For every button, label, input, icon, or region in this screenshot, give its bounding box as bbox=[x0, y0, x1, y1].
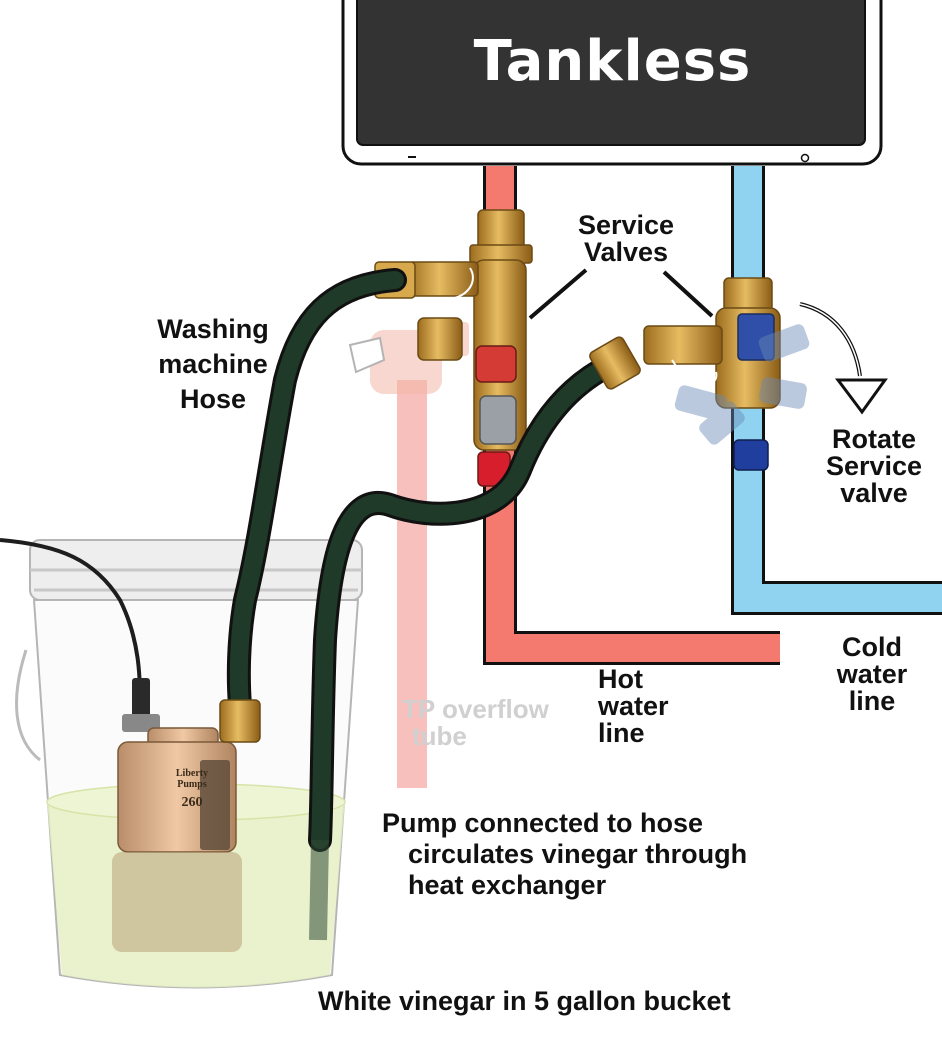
pointer-cold-valve bbox=[662, 270, 714, 318]
pump-brand-line-1: Liberty bbox=[175, 768, 209, 779]
hot-water-line-line-3: line bbox=[598, 718, 645, 748]
rotate-service-valve-line-2: Service bbox=[825, 451, 923, 481]
rotate-service-valve-line-1: Rotate bbox=[831, 424, 916, 454]
washing-machine-hose-line-3: Hose bbox=[179, 384, 247, 414]
screw-icon bbox=[800, 153, 810, 163]
pump-base bbox=[112, 852, 242, 952]
rotate-service-valve-line-3: valve bbox=[840, 478, 908, 508]
hot-water-line-line-1: Hot bbox=[598, 664, 643, 694]
hose-fitting-pump bbox=[219, 699, 261, 743]
tankless-unit bbox=[341, 0, 883, 166]
cold-water-line-line-1: Cold bbox=[842, 632, 902, 662]
blue-valve-handle bbox=[733, 439, 769, 471]
pump-model: 260 bbox=[181, 795, 203, 810]
pump bbox=[0, 538, 242, 952]
cold-water-line-line-3: line bbox=[848, 686, 896, 716]
pointer-hot-valve bbox=[528, 268, 588, 320]
service-valves-label: Service Valves bbox=[560, 212, 692, 266]
pump-description-line-1: Pump connected to hose bbox=[382, 808, 704, 838]
tp-overflow-tube-label: TP overflow tube bbox=[402, 696, 549, 750]
pump-description-line-2: circulates vinegar through bbox=[408, 839, 748, 869]
pump-description-line-3: heat exchanger bbox=[408, 870, 607, 900]
cold-service-valve bbox=[643, 277, 810, 471]
rotate-arrow-icon bbox=[799, 302, 888, 415]
hose-outline-2 bbox=[308, 353, 622, 852]
pump-brand-line-2: Pumps bbox=[177, 779, 207, 790]
hot-water-line-line-2: water bbox=[598, 691, 669, 721]
cold-water-line-line-2: water bbox=[836, 659, 908, 689]
washing-machine-hose-label: Washing machine Hose bbox=[138, 312, 288, 417]
hot-service-valve bbox=[374, 209, 533, 487]
hot-water-line-label: Hot water line bbox=[598, 666, 669, 747]
blue-label-icon bbox=[737, 313, 775, 361]
bucket-caption: White vinegar in 5 gallon bucket bbox=[318, 986, 731, 1016]
tp-overflow-tube-line-2: tube bbox=[412, 721, 467, 751]
service-valves-line-1: Service bbox=[577, 210, 675, 240]
tankless-panel bbox=[356, 0, 866, 146]
cold-water-line-label: Cold water line bbox=[826, 634, 918, 715]
washing-machine-hose-line-2: machine bbox=[158, 349, 268, 379]
washing-machine-hose-line-1: Washing bbox=[157, 314, 269, 344]
hose-fitting-cold bbox=[589, 336, 641, 390]
pump-power-cord bbox=[0, 538, 142, 701]
bucket-handle bbox=[15, 649, 41, 762]
washing-machine-hose-return bbox=[311, 356, 619, 849]
hose-submerged bbox=[309, 839, 329, 941]
pump-description-label: Pump connected to hose circulates vinega… bbox=[382, 808, 747, 901]
service-valves-line-2: Valves bbox=[583, 237, 669, 267]
red-label-icon bbox=[475, 345, 517, 383]
rotate-service-valve-label: Rotate Service valve bbox=[814, 426, 934, 507]
washing-machine-hose-supply bbox=[229, 271, 404, 714]
rotating-handle-ghost bbox=[674, 324, 810, 445]
pump-brand-label: Liberty Pumps 260 bbox=[172, 768, 212, 812]
tankless-title: Tankless bbox=[473, 29, 752, 94]
tp-overflow-tube-line-1: TP overflow bbox=[402, 694, 549, 724]
